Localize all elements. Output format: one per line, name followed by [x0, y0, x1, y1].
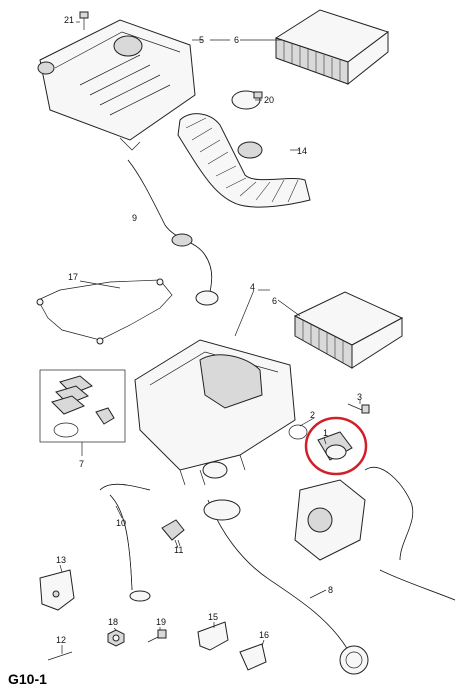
callout-3: 3 [357, 392, 362, 402]
part-14-intake-hose [177, 113, 311, 208]
callout-14: 14 [297, 146, 307, 156]
callout-21: 21 [64, 15, 74, 25]
callout-6-mid: 6 [272, 296, 277, 306]
callout-18: 18 [108, 617, 118, 627]
part-4-air-cleaner-housing [134, 339, 296, 486]
callout-5: 5 [199, 35, 204, 45]
callout-11: 11 [174, 545, 183, 555]
part-3-screw [347, 403, 370, 414]
part-19-bolt [147, 629, 167, 643]
callout-13: 13 [56, 555, 66, 565]
callout-17: 17 [68, 272, 78, 282]
part-9-breather-pipe [127, 159, 219, 306]
callout-7: 7 [79, 459, 84, 469]
callout-20: 20 [264, 95, 274, 105]
part-21-bolt [79, 11, 89, 30]
sheet-code: G10-1 [8, 671, 47, 687]
part-8-intake-duct [203, 499, 369, 675]
part-18-nut [107, 629, 125, 647]
part-5-air-cleaner-cover [37, 19, 196, 151]
callout-10: 10 [116, 518, 126, 528]
part-13-bracket [39, 569, 75, 611]
callout-2: 2 [310, 410, 315, 420]
highlight-ring [304, 416, 368, 476]
part-15-bracket [197, 621, 229, 651]
callout-4: 4 [250, 282, 255, 292]
callout-16: 16 [259, 630, 269, 640]
part-7-service-kit [39, 369, 126, 456]
part-11-clip [161, 519, 185, 549]
callout-19: 19 [156, 617, 166, 627]
callout-8: 8 [328, 585, 333, 595]
part-10-hose [99, 483, 151, 602]
part-6-air-filter-mid [293, 291, 404, 369]
part-16-bracket [239, 643, 267, 671]
callout-15: 15 [208, 612, 218, 622]
callout-12: 12 [56, 635, 66, 645]
part-2-seal-ring [288, 424, 308, 440]
part-17-bracket [36, 278, 173, 345]
callouts: 21 5 6 20 14 9 17 4 6 3 2 1 7 10 11 8 13… [56, 15, 362, 645]
callout-1: 1 [323, 428, 328, 438]
part-6-air-filter-top [274, 9, 390, 86]
callout-9: 9 [132, 213, 137, 223]
part-12-stud [47, 651, 73, 661]
leader-lines [59, 21, 361, 654]
callout-6-top: 6 [234, 35, 239, 45]
turbo-assembly [294, 467, 456, 601]
part-1-air-flow-sensor [304, 416, 368, 476]
